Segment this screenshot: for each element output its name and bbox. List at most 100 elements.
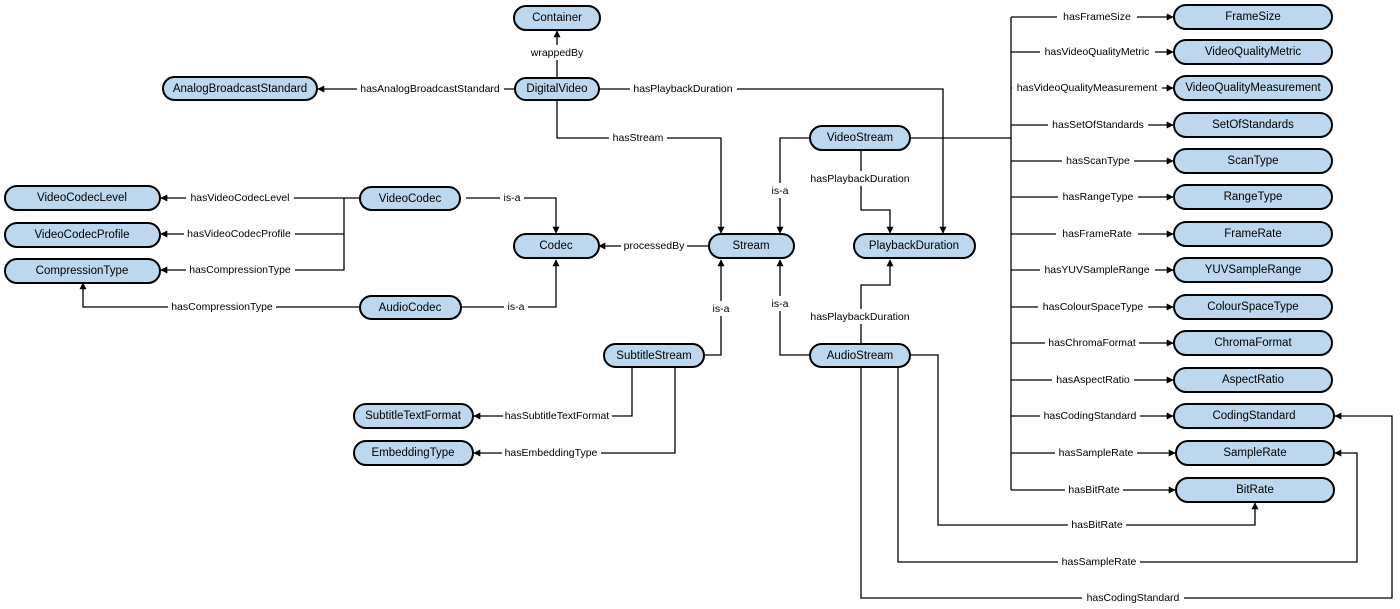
edges: wrappedBy hasAnalogBroadcastStandard has… — [79, 9, 1393, 605]
node-coding-standard[interactable]: CodingStandard — [1173, 403, 1335, 429]
edge-label-videocodec-has-compression-type: hasCompressionType — [189, 264, 291, 276]
node-set-of-standards[interactable]: SetOfStandards — [1173, 112, 1333, 138]
node-playback-duration[interactable]: PlaybackDuration — [853, 233, 976, 259]
node-video-stream[interactable]: VideoStream — [809, 125, 911, 151]
node-container[interactable]: Container — [513, 5, 601, 31]
edge-has-colour-space-type: hasColourSpaceType — [1011, 299, 1174, 314]
node-label-video-stream: VideoStream — [827, 132, 893, 144]
node-colour-space-type[interactable]: ColourSpaceType — [1173, 294, 1333, 320]
node-video-quality-measurement[interactable]: VideoQualityMeasurement — [1173, 75, 1333, 101]
node-yuv-sample-range[interactable]: YUVSampleRange — [1173, 257, 1333, 283]
node-video-quality-metric[interactable]: VideoQualityMetric — [1173, 39, 1333, 65]
node-sample-rate[interactable]: SampleRate — [1175, 440, 1335, 466]
edge-videostream-has-bit-rate: hasBitRate — [1011, 482, 1176, 497]
node-label-playback-duration: PlaybackDuration — [869, 240, 959, 252]
edge-videostream-has-coding-standard: hasCodingStandard — [1011, 408, 1174, 423]
node-label-container: Container — [532, 12, 582, 24]
node-label-colour-space-type: ColourSpaceType — [1207, 301, 1298, 313]
nodes: Container DigitalVideo AnalogBroadcastSt… — [4, 4, 1335, 503]
edge-label-videostream-has-playback-duration: hasPlaybackDuration — [810, 173, 909, 185]
node-label-frame-rate: FrameRate — [1224, 228, 1282, 240]
edge-subtitlestream-is-a: is-a — [704, 259, 733, 356]
node-subtitle-text-format[interactable]: SubtitleTextFormat — [353, 403, 474, 429]
node-video-codec-profile[interactable]: VideoCodecProfile — [4, 222, 161, 248]
edge-label-audiostream-has-playback-duration: hasPlaybackDuration — [810, 311, 909, 323]
node-label-chroma-format: ChromaFormat — [1214, 337, 1292, 349]
node-scan-type[interactable]: ScanType — [1173, 148, 1333, 174]
node-label-audio-stream: AudioStream — [827, 350, 893, 362]
node-label-audio-codec: AudioCodec — [379, 302, 442, 314]
edge-label-has-embedding-type: hasEmbeddingType — [505, 447, 598, 459]
node-range-type[interactable]: RangeType — [1173, 184, 1333, 210]
node-label-video-codec-level: VideoCodecLevel — [37, 192, 127, 204]
edge-has-yuv-sample-range: hasYUVSampleRange — [1011, 262, 1174, 277]
edge-label-has-video-quality-metric: hasVideoQualityMetric — [1045, 46, 1150, 58]
edge-videostream-property-bus — [910, 17, 1012, 490]
edge-has-frame-size: hasFrameSize — [1011, 9, 1174, 24]
node-label-subtitle-stream: SubtitleStream — [616, 350, 691, 362]
edge-label-processed-by: processedBy — [624, 240, 685, 252]
edge-processed-by: processedBy — [598, 238, 709, 253]
edge-label-digitalvideo-has-playback-duration: hasPlaybackDuration — [633, 83, 732, 95]
node-label-digital-video: DigitalVideo — [526, 83, 587, 95]
node-analog-broadcast-standard[interactable]: AnalogBroadcastStandard — [162, 76, 318, 101]
edge-label-has-colour-space-type: hasColourSpaceType — [1043, 301, 1144, 313]
edge-label-videostream-has-sample-rate: hasSampleRate — [1059, 447, 1134, 459]
edge-audiostream-has-bit-rate: hasBitRate — [910, 354, 1259, 532]
edge-has-subtitle-text-format: hasSubtitleTextFormat — [473, 368, 633, 423]
edge-label-has-set-of-standards: hasSetOfStandards — [1052, 119, 1144, 131]
edge-label-videostream-has-coding-standard: hasCodingStandard — [1044, 410, 1137, 422]
node-frame-rate[interactable]: FrameRate — [1173, 221, 1333, 247]
edge-has-stream: hasStream — [556, 100, 725, 234]
node-bit-rate[interactable]: BitRate — [1175, 477, 1335, 503]
edge-has-video-quality-metric: hasVideoQualityMetric — [1011, 44, 1174, 59]
edge-label-audiostream-has-sample-rate: hasSampleRate — [1062, 556, 1137, 568]
edge-label-videostream-is-a: is-a — [772, 185, 789, 197]
node-label-codec: Codec — [539, 240, 572, 252]
node-label-aspect-ratio: AspectRatio — [1222, 374, 1284, 386]
edge-has-embedding-type: hasEmbeddingType — [473, 368, 676, 460]
edge-label-has-video-codec-level: hasVideoCodecLevel — [190, 192, 289, 204]
node-aspect-ratio[interactable]: AspectRatio — [1173, 367, 1333, 393]
edge-label-has-stream: hasStream — [613, 132, 664, 144]
edge-label-has-video-codec-profile: hasVideoCodecProfile — [187, 228, 291, 240]
node-label-frame-size: FrameSize — [1225, 11, 1281, 23]
node-chroma-format[interactable]: ChromaFormat — [1173, 330, 1333, 356]
edge-audiocodec-is-a: is-a — [461, 259, 560, 314]
edge-videocodec-is-a: is-a — [466, 190, 560, 234]
edge-audiocodec-has-compression-type: hasCompressionType — [79, 282, 360, 314]
node-label-sample-rate: SampleRate — [1223, 447, 1286, 459]
edge-label-audiostream-has-bit-rate: hasBitRate — [1071, 519, 1123, 531]
node-audio-stream[interactable]: AudioStream — [809, 343, 911, 368]
node-video-codec-level[interactable]: VideoCodecLevel — [4, 185, 161, 211]
edge-digitalvideo-has-playback-duration: hasPlaybackDuration — [599, 81, 947, 234]
edge-label-has-range-type: hasRangeType — [1063, 191, 1134, 203]
edge-has-video-codec-profile: hasVideoCodecProfile — [160, 198, 345, 241]
node-label-set-of-standards: SetOfStandards — [1212, 119, 1294, 131]
node-subtitle-stream[interactable]: SubtitleStream — [603, 343, 705, 368]
edge-label-has-aspect-ratio: hasAspectRatio — [1056, 374, 1130, 386]
node-stream[interactable]: Stream — [708, 233, 795, 259]
edge-audiostream-has-playback-duration: hasPlaybackDuration — [807, 259, 914, 343]
node-compression-type[interactable]: CompressionType — [4, 258, 161, 284]
edge-videocodec-has-compression-type: hasCompressionType — [160, 234, 345, 277]
edge-audiostream-is-a: is-a — [768, 259, 810, 356]
node-label-video-quality-measurement: VideoQualityMeasurement — [1185, 82, 1321, 94]
node-codec[interactable]: Codec — [513, 233, 600, 259]
edge-label-audiostream-is-a: is-a — [772, 298, 789, 310]
node-frame-size[interactable]: FrameSize — [1173, 4, 1333, 30]
node-embedding-type[interactable]: EmbeddingType — [353, 440, 474, 466]
node-audio-codec[interactable]: AudioCodec — [359, 295, 462, 320]
node-label-video-codec: VideoCodec — [379, 193, 442, 205]
node-label-coding-standard: CodingStandard — [1212, 410, 1295, 422]
edge-has-aspect-ratio: hasAspectRatio — [1011, 372, 1174, 387]
edge-label-videostream-has-bit-rate: hasBitRate — [1068, 484, 1120, 496]
node-digital-video[interactable]: DigitalVideo — [514, 77, 600, 101]
edge-label-audiocodec-is-a: is-a — [508, 301, 525, 313]
edge-videostream-has-sample-rate: hasSampleRate — [1011, 445, 1176, 460]
edge-has-frame-rate: hasFrameRate — [1011, 226, 1174, 241]
node-label-video-codec-profile: VideoCodecProfile — [34, 229, 129, 241]
node-video-codec[interactable]: VideoCodec — [359, 186, 461, 211]
edge-audiostream-has-sample-rate: hasSampleRate — [897, 367, 1358, 569]
